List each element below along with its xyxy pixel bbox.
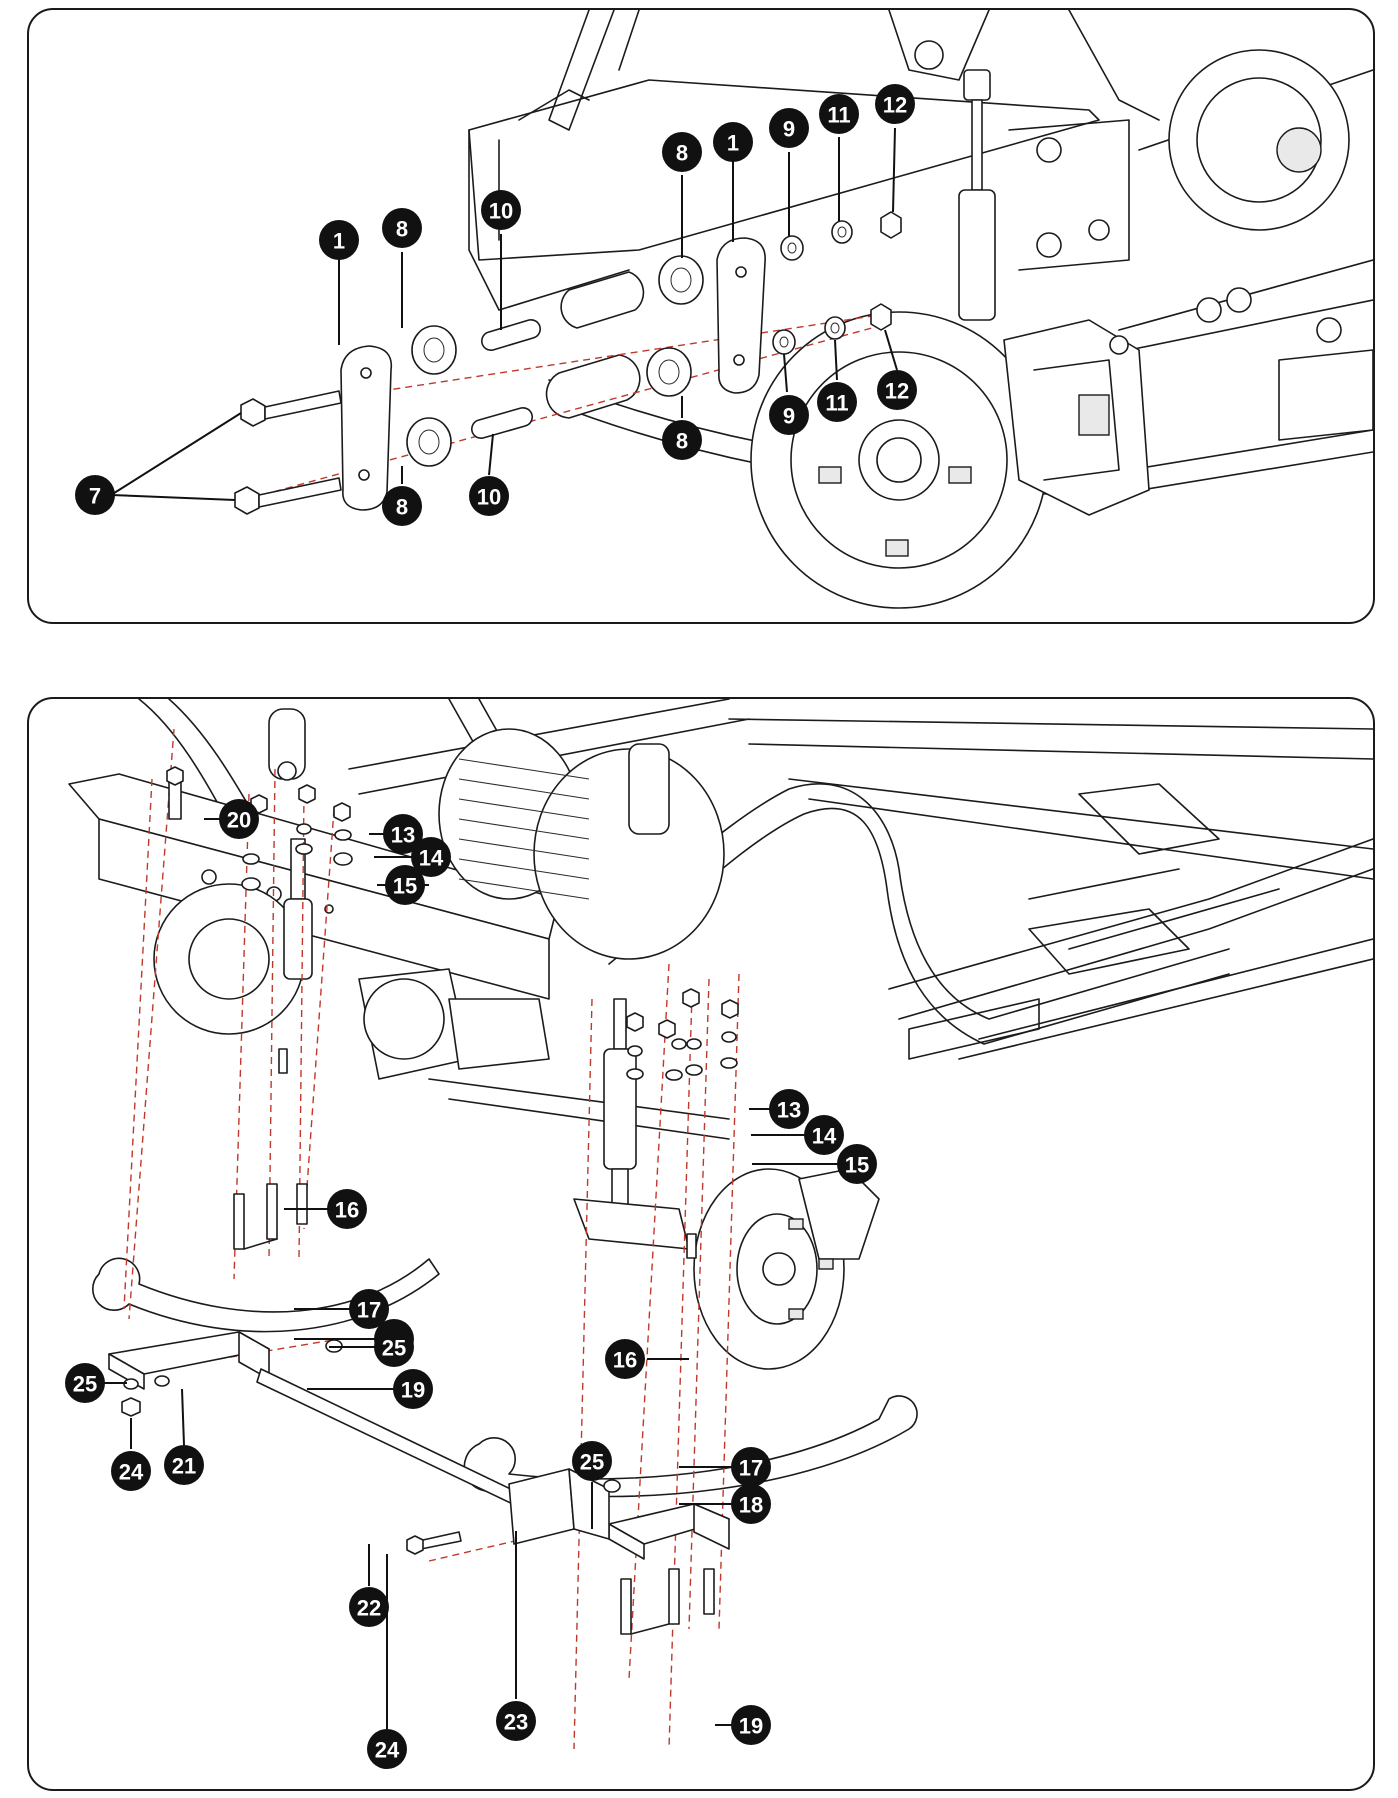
spring-eye-tubes — [545, 271, 645, 419]
callout-11a: 11 — [819, 94, 859, 134]
callout-19a: 19 — [393, 1369, 433, 1409]
hardware-left — [166, 766, 353, 1250]
top-drawing: 1 1 7 8 8 8 8 9 9 10 10 11 11 12 12 — [75, 10, 1373, 609]
bolt-parts — [234, 390, 342, 515]
svg-text:24: 24 — [375, 1738, 400, 1763]
callout-9b: 9 — [769, 395, 809, 435]
svg-text:17: 17 — [357, 1298, 381, 1323]
svg-text:16: 16 — [613, 1348, 637, 1373]
chassis-frame-top — [468, 10, 1373, 441]
rear-axle-assembly — [153, 883, 730, 1140]
callout-17b: 17 — [731, 1447, 771, 1487]
svg-text:22: 22 — [357, 1596, 381, 1621]
callout-8b: 8 — [382, 486, 422, 526]
spring-plates — [108, 1331, 730, 1560]
callout-7: 7 — [75, 475, 115, 515]
callout-14b: 14 — [804, 1115, 844, 1155]
callout-25b: 25 — [65, 1363, 105, 1403]
bottom-drawing: 13 14 15 13 14 15 16 16 17 17 18 18 19 1… — [65, 699, 1373, 1769]
shock-absorber-bottom — [573, 998, 690, 1250]
svg-text:12: 12 — [885, 379, 909, 404]
callout-13b: 13 — [769, 1089, 809, 1129]
callout-12a: 12 — [875, 84, 915, 124]
svg-text:25: 25 — [382, 1336, 406, 1361]
exploded-view-top-panel: 1 1 7 8 8 8 8 9 9 10 10 11 11 12 12 — [27, 8, 1375, 624]
svg-text:14: 14 — [812, 1124, 837, 1149]
callout-15b: 15 — [837, 1144, 877, 1184]
hardware-right — [620, 988, 739, 1635]
callout-14a: 14 — [411, 837, 451, 877]
drive-motor — [438, 728, 725, 960]
svg-text:12: 12 — [883, 93, 907, 118]
svg-text:15: 15 — [393, 874, 417, 899]
svg-text:17: 17 — [739, 1456, 763, 1481]
callout-8d: 8 — [662, 420, 702, 460]
svg-text:24: 24 — [119, 1460, 144, 1485]
svg-text:21: 21 — [172, 1454, 196, 1479]
callout-1a: 1 — [319, 220, 359, 260]
callout-20: 20 — [219, 799, 259, 839]
sleeves — [470, 318, 542, 440]
exploded-view-bottom-panel: 13 14 15 13 14 15 16 16 17 17 18 18 19 1… — [27, 697, 1375, 1791]
svg-text:16: 16 — [335, 1198, 359, 1223]
washers-and-nuts — [772, 211, 902, 355]
svg-text:18: 18 — [739, 1493, 763, 1518]
callout-16a: 16 — [327, 1189, 367, 1229]
callout-8c: 8 — [662, 132, 702, 172]
svg-text:11: 11 — [827, 103, 850, 128]
svg-text:10: 10 — [477, 485, 501, 510]
svg-text:25: 25 — [73, 1372, 97, 1397]
callout-18b: 18 — [731, 1484, 771, 1524]
callout-11b: 11 — [817, 382, 857, 422]
svg-text:13: 13 — [777, 1098, 801, 1123]
callout-8a: 8 — [382, 208, 422, 248]
svg-text:10: 10 — [489, 199, 513, 224]
callout-23: 23 — [496, 1701, 536, 1741]
svg-text:11: 11 — [825, 391, 848, 416]
svg-text:8: 8 — [396, 495, 408, 520]
shock-absorber-top — [958, 69, 996, 321]
callout-24b: 24 — [367, 1729, 407, 1769]
svg-text:15: 15 — [845, 1153, 869, 1178]
callout-10a: 10 — [481, 190, 521, 230]
leader-lines-top — [110, 127, 898, 501]
brake-disc-bottom — [693, 1168, 880, 1370]
callout-10b: 10 — [469, 476, 509, 516]
callout-17a: 17 — [349, 1289, 389, 1329]
stabilizer-bar — [121, 1339, 621, 1555]
svg-text:1: 1 — [333, 229, 345, 254]
callout-21: 21 — [164, 1445, 204, 1485]
svg-text:9: 9 — [783, 117, 795, 142]
svg-text:8: 8 — [396, 217, 408, 242]
brake-disc-top — [750, 311, 1048, 609]
brake-caliper-top — [1003, 319, 1150, 516]
svg-text:8: 8 — [676, 429, 688, 454]
svg-text:19: 19 — [739, 1714, 763, 1739]
svg-text:9: 9 — [783, 404, 795, 429]
callout-24a: 24 — [111, 1451, 151, 1491]
svg-text:20: 20 — [227, 808, 251, 833]
svg-text:8: 8 — [676, 141, 688, 166]
callout-9a: 9 — [769, 108, 809, 148]
bushings — [406, 255, 704, 467]
shock-absorber-left — [283, 838, 313, 980]
callout-12b: 12 — [877, 370, 917, 410]
callout-15a: 15 — [385, 865, 425, 905]
svg-text:19: 19 — [401, 1378, 425, 1403]
callout-25c: 25 — [572, 1441, 612, 1481]
callout-22: 22 — [349, 1587, 389, 1627]
callout-13a: 13 — [383, 814, 423, 854]
svg-text:14: 14 — [419, 846, 444, 871]
svg-text:13: 13 — [391, 823, 415, 848]
shackle-plates — [340, 237, 766, 511]
svg-text:7: 7 — [89, 484, 101, 509]
svg-text:23: 23 — [504, 1710, 528, 1735]
callout-1b: 1 — [713, 122, 753, 162]
svg-text:25: 25 — [580, 1450, 604, 1475]
callout-16b: 16 — [605, 1339, 645, 1379]
svg-text:1: 1 — [727, 131, 739, 156]
callout-19b: 19 — [731, 1705, 771, 1745]
callout-25a: 25 — [374, 1327, 414, 1367]
